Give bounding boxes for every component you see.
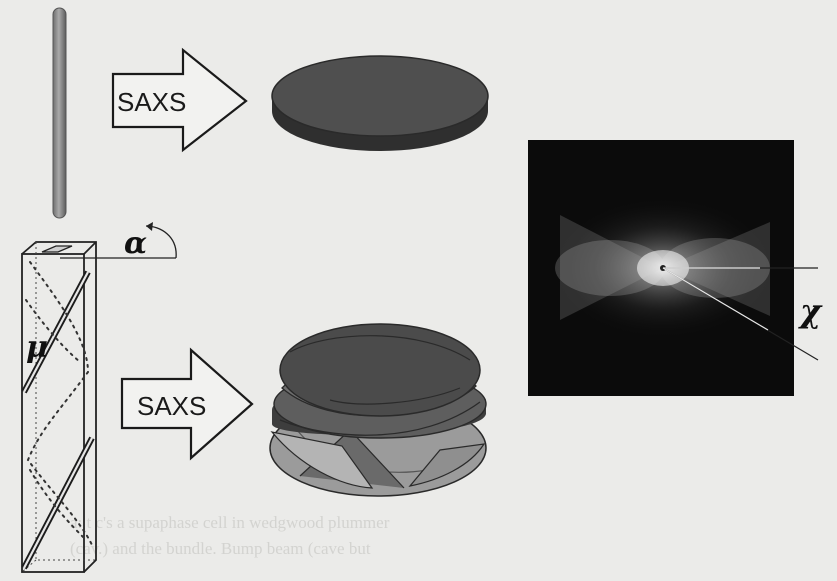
disk-single: [271, 55, 489, 151]
chi-angle-indicator: χ: [662, 267, 823, 361]
chi-symbol: χ: [798, 292, 823, 330]
saxs-label-top: SAXS: [117, 87, 186, 117]
disk-stack: [269, 323, 487, 497]
rod-sample: [52, 7, 67, 219]
bleed-through-text: a: t c's a supaphase cell in wedgwood pl…: [70, 513, 390, 558]
saxs-arrow-bottom: SAXS: [120, 347, 254, 461]
bleed-line-2: (cav.) and the bundle. Bump beam (cave b…: [70, 539, 371, 558]
bleed-line-1: a: t c's a supaphase cell in wedgwood pl…: [70, 513, 390, 532]
mu-symbol: μ: [26, 330, 48, 365]
alpha-symbol: α: [124, 226, 147, 261]
twisted-sample-box: [21, 241, 97, 573]
saxs-label-bottom: SAXS: [137, 391, 206, 421]
alpha-angle-indicator: α: [60, 222, 177, 261]
saxs-arrow-top: SAXS: [111, 47, 248, 153]
